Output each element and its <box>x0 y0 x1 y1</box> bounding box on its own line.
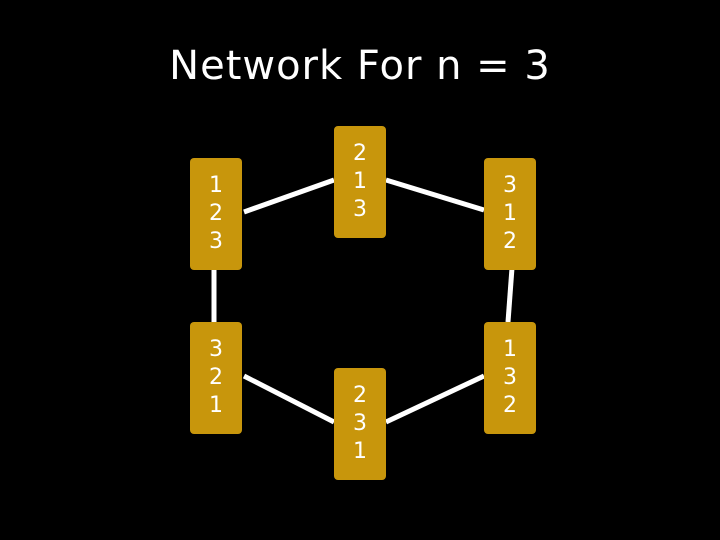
node-digit: 1 <box>353 439 367 464</box>
edge-213-312 <box>385 177 485 213</box>
node-digit: 1 <box>503 337 517 362</box>
node-digit: 3 <box>353 197 367 222</box>
node-123: 1 2 3 <box>190 158 242 270</box>
node-digit: 3 <box>503 365 517 390</box>
node-digit: 3 <box>503 173 517 198</box>
edge-312-132 <box>505 267 515 323</box>
node-digit: 3 <box>353 411 367 436</box>
node-digit: 1 <box>353 169 367 194</box>
node-231: 2 3 1 <box>334 368 386 480</box>
node-digit: 1 <box>209 173 223 198</box>
node-213: 2 1 3 <box>334 126 386 238</box>
node-digit: 3 <box>209 229 223 254</box>
node-digit: 1 <box>209 393 223 418</box>
node-312: 3 1 2 <box>484 158 536 270</box>
edge-123-213 <box>243 177 335 215</box>
node-digit: 2 <box>209 201 223 226</box>
node-digit: 2 <box>503 229 517 254</box>
diagram-title: Network For n = 3 <box>169 43 551 89</box>
node-digit: 2 <box>209 365 223 390</box>
edge-231-321 <box>242 373 336 425</box>
node-digit: 1 <box>503 201 517 226</box>
node-321: 3 2 1 <box>190 322 242 434</box>
node-digit: 2 <box>353 383 367 408</box>
node-digit: 2 <box>503 393 517 418</box>
node-digit: 3 <box>209 337 223 362</box>
node-digit: 2 <box>353 141 367 166</box>
node-132: 1 3 2 <box>484 322 536 434</box>
edge-132-231 <box>384 373 486 425</box>
